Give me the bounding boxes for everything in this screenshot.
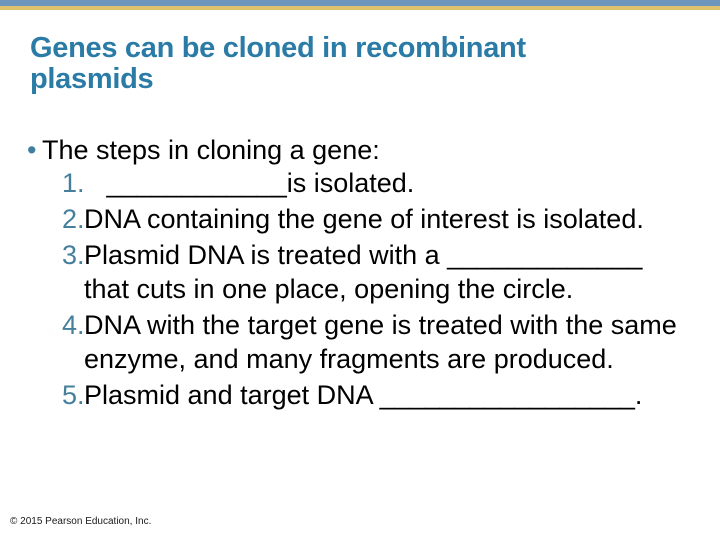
step-text: DNA with the target gene is treated with…: [84, 310, 685, 374]
slide-title: Genes can be cloned in recombinant plasm…: [30, 32, 526, 95]
step-item-2: 2. DNA containing the gene of interest i…: [0, 202, 720, 236]
step-text: Plasmid DNA is treated with a __________…: [84, 240, 650, 304]
step-item-5: 5. Plasmid and target DNA ______________…: [0, 378, 720, 412]
step-item-4: 4. DNA with the target gene is treated w…: [0, 308, 720, 376]
steps-list: 1. ____________is isolated. 2. DNA conta…: [0, 166, 720, 414]
step-item-3: 3. Plasmid DNA is treated with a _______…: [0, 238, 720, 306]
bullet-text: The steps in cloning a gene:: [42, 135, 380, 165]
step-number: 1.: [62, 168, 85, 198]
step-item-1: 1. ____________is isolated.: [0, 166, 720, 200]
step-number: 3.: [62, 240, 85, 270]
copyright-note: © 2015 Pearson Education, Inc.: [10, 516, 152, 527]
step-number: 5.: [62, 380, 85, 410]
top-accent-bar-blue: [0, 0, 720, 6]
step-number: 4.: [62, 310, 85, 340]
step-text: Plasmid and target DNA _________________…: [84, 380, 643, 410]
step-number: 2.: [62, 204, 85, 234]
slide: Genes can be cloned in recombinant plasm…: [0, 0, 720, 527]
step-text: DNA containing the gene of interest is i…: [84, 204, 644, 234]
top-accent-bar-gold: [0, 6, 720, 10]
bullet-icon: •: [27, 135, 37, 165]
bullet-item: • The steps in cloning a gene:: [27, 133, 380, 167]
step-text: ____________is isolated.: [84, 168, 415, 198]
